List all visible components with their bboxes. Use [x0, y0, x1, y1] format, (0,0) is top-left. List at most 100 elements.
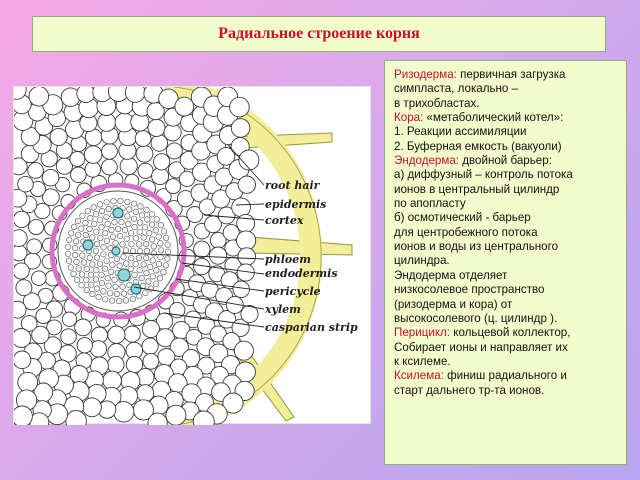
endo-c4: высокосолевого (ц. цилиндр ). — [394, 311, 558, 325]
stele-cell — [143, 241, 150, 248]
stele-cell — [138, 275, 145, 282]
label-leader-line — [121, 252, 265, 260]
cortex-cell — [230, 118, 251, 138]
endo-c1: Эндодерма отделяет — [394, 268, 508, 282]
cortex-cell — [58, 344, 77, 363]
cortex-cell — [14, 157, 28, 176]
xylem-vessel — [130, 283, 142, 295]
cortex-cell — [101, 143, 118, 160]
cortex-cell — [31, 270, 47, 286]
stele-cell — [125, 220, 132, 227]
cortex-cell — [220, 271, 239, 290]
cortex-cell — [14, 229, 28, 247]
stele-cell — [116, 262, 123, 269]
title-box: Радиальное строение корня — [32, 16, 606, 52]
description-panel: Ризодерма: первичная загрузка симпласта,… — [384, 60, 627, 465]
cortex-cell — [17, 371, 39, 393]
stele-cell — [157, 247, 165, 254]
stele-cell — [132, 261, 139, 268]
stele-cell — [130, 200, 138, 207]
stele-cell — [115, 225, 122, 233]
stele-cell — [84, 208, 91, 215]
stele-cell — [162, 262, 169, 269]
stele-cell — [120, 290, 127, 297]
stele-cell — [92, 210, 99, 218]
stele-cell — [111, 276, 118, 283]
stele-cell — [152, 280, 159, 287]
cortex-cell — [236, 213, 256, 233]
stele-cell — [98, 280, 106, 287]
endo-line-1: Эндодерма: двойной барьер: — [394, 154, 552, 168]
cortex-cell — [192, 410, 215, 425]
endo-c2: низкосолевое пространство — [394, 283, 545, 297]
cortex-cell — [141, 319, 160, 339]
stele-cell — [140, 261, 147, 268]
cortex-cell — [198, 198, 216, 216]
stele-cell — [110, 198, 117, 205]
stele-cell — [147, 263, 154, 271]
endo-a2: ионов в центральный цилиндр — [394, 182, 560, 196]
stele-cell — [137, 203, 144, 210]
stele-cell — [96, 260, 104, 267]
stele-cell — [140, 234, 147, 241]
stele-cell — [144, 216, 151, 223]
label-leader-line — [133, 286, 265, 310]
cortex-item-2: 2. Буферная емкость (вакуоли) — [394, 139, 562, 153]
stele-cell — [87, 271, 94, 278]
cortex-cell — [217, 310, 237, 329]
stele-cell — [98, 207, 106, 215]
label-root-hair: root hair — [265, 179, 320, 192]
cortex-cell — [69, 151, 86, 167]
label-leader-line — [175, 278, 265, 292]
stele-cell — [124, 213, 131, 220]
stele-cell — [83, 265, 90, 272]
stele-cell — [153, 216, 160, 223]
cortex-cell — [134, 130, 152, 147]
cortex-cell — [216, 147, 236, 166]
cortex-cell — [35, 307, 52, 325]
cortex-cell — [123, 325, 141, 343]
label-xylem: xylem — [265, 303, 301, 316]
cortex-cell — [14, 328, 32, 348]
stele-cell — [149, 273, 156, 280]
label-leader-line — [227, 144, 265, 186]
stele-cell — [93, 240, 101, 248]
stele-cell — [95, 294, 102, 301]
stele-cell — [155, 260, 163, 268]
stele-cell — [72, 252, 79, 259]
stele-cell — [116, 233, 124, 240]
cortex-cell — [237, 247, 256, 266]
cortex-cell — [193, 240, 211, 258]
cortex-cell — [14, 87, 27, 100]
stele-cell — [96, 216, 104, 223]
cortex-cell — [14, 405, 33, 425]
stele-cell — [92, 276, 100, 283]
stele-cell — [93, 267, 100, 274]
cortex-cell — [124, 87, 146, 103]
stele-cell — [66, 236, 73, 243]
endo-c3: (ризодерма и кора) от — [394, 297, 513, 311]
stele-cell — [78, 271, 86, 278]
stele-cell — [112, 240, 119, 247]
cortex-cell — [136, 384, 155, 403]
stele-cell — [80, 259, 87, 266]
stele-cell — [143, 254, 150, 262]
stele-cell — [157, 240, 164, 247]
cortex-cell — [186, 206, 204, 223]
stele-cell — [101, 265, 108, 272]
cortex-cell — [14, 188, 28, 208]
cortex-cell — [34, 202, 51, 220]
stele-cell — [164, 255, 171, 262]
cortex-cell — [42, 188, 60, 207]
stele-cell — [83, 286, 90, 294]
stele-cell — [86, 225, 93, 233]
cortex-cell — [27, 162, 44, 179]
cortex-cell — [107, 325, 126, 344]
peri-line-1: Перицикл: кольцевой коллектор, — [394, 326, 571, 340]
endo-b4: цилиндра. — [394, 254, 450, 268]
label-phloem: phloem — [265, 253, 311, 266]
stele-cell — [127, 265, 134, 272]
root-diagram-svg — [14, 87, 353, 425]
rhizoderm-title: Ризодерма: — [394, 68, 457, 81]
stele-cell — [103, 199, 110, 206]
